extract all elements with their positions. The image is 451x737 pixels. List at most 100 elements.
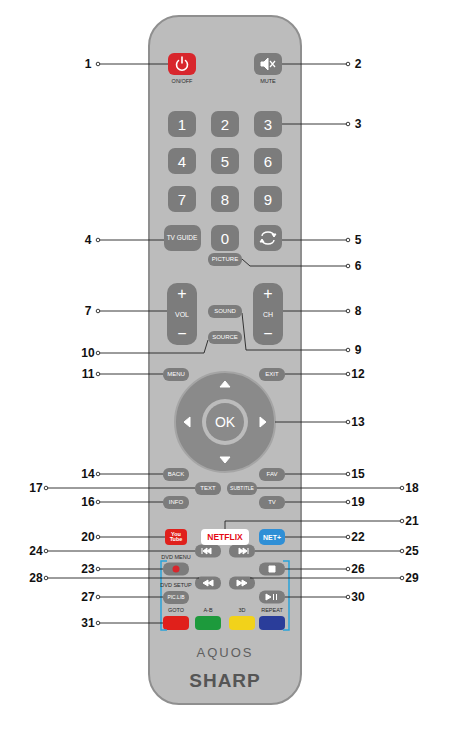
callout-number: 19 xyxy=(351,496,364,508)
leader-line xyxy=(46,551,195,552)
play-pause-icon xyxy=(266,594,277,600)
callout-number: 22 xyxy=(351,531,364,543)
leader-dot xyxy=(346,420,350,424)
number-button: 6 xyxy=(254,148,282,174)
button-label: 5 xyxy=(221,154,229,169)
play-pause-button xyxy=(259,591,285,604)
callout-number: 23 xyxy=(81,563,94,575)
number-button: 3 xyxy=(254,111,282,137)
netplus-button: NET+ xyxy=(259,529,285,545)
leader-dot xyxy=(400,576,404,580)
leader-line xyxy=(285,597,348,598)
leader-dot xyxy=(346,62,350,66)
button-label: SOURCE xyxy=(212,334,238,340)
button-label: TEXT xyxy=(200,485,215,491)
leader-dot xyxy=(44,549,48,553)
button-label: FAV xyxy=(267,471,278,477)
direction-pad xyxy=(175,372,275,472)
leader-line xyxy=(285,374,348,375)
button-label: SUBTITLE xyxy=(230,486,254,491)
button: FAV xyxy=(259,468,285,481)
stop-button xyxy=(259,563,285,576)
button-label: OK xyxy=(215,415,235,429)
leader-dot xyxy=(96,567,100,571)
button-label: NETFLIX xyxy=(207,533,242,542)
leader-line xyxy=(46,578,199,579)
leader-line xyxy=(46,488,195,489)
callout-number: 11 xyxy=(82,368,95,380)
leader-line xyxy=(282,240,348,241)
button-label: + xyxy=(263,286,272,302)
callout-number: 29 xyxy=(405,572,418,584)
callout-number: 25 xyxy=(405,545,418,557)
leader-dot xyxy=(346,348,350,352)
callout-number: 14 xyxy=(81,468,94,480)
button-label: 3 xyxy=(264,117,272,132)
leader-dot xyxy=(96,372,100,376)
volume-rocker: +VOL− xyxy=(167,283,197,345)
leader-line xyxy=(98,474,163,475)
button-label: 0 xyxy=(221,231,229,246)
button: INFO xyxy=(163,496,189,509)
button-caption: 3D xyxy=(238,608,245,614)
leader-dot xyxy=(96,351,100,355)
power-icon xyxy=(177,57,188,70)
leader-line xyxy=(282,124,348,125)
channel-rocker: +CH− xyxy=(253,283,283,345)
leader-dot xyxy=(346,535,350,539)
callout-number: 2 xyxy=(355,58,362,70)
number-button: 8 xyxy=(211,186,239,212)
callout-number: 1 xyxy=(85,58,92,70)
button-label: INFO xyxy=(169,499,183,505)
arrow-right xyxy=(260,417,266,427)
button-caption: DVD SETUP xyxy=(160,583,191,589)
leader-dot xyxy=(346,472,350,476)
leader-line xyxy=(98,597,163,598)
callout-number: 3 xyxy=(355,118,362,130)
leader-line xyxy=(98,374,163,375)
number-button: 7 xyxy=(168,186,196,212)
leader-dot xyxy=(346,264,350,268)
button-label: CH xyxy=(263,311,273,318)
callout-number: 28 xyxy=(29,572,42,584)
colour-key xyxy=(259,616,285,630)
leader-line xyxy=(98,64,168,65)
callout-number: 20 xyxy=(81,531,94,543)
previous-button xyxy=(195,545,221,558)
button: PIC.LIB xyxy=(163,591,189,604)
next-icon xyxy=(239,548,248,554)
leader-dot xyxy=(96,621,100,625)
colour-key xyxy=(229,616,255,630)
leader-dot xyxy=(346,238,350,242)
callout-number: 16 xyxy=(81,496,94,508)
leader-dot xyxy=(96,535,100,539)
number-button: 4 xyxy=(168,148,196,174)
brand-name: SHARP xyxy=(189,671,261,690)
callout-number: 31 xyxy=(81,617,94,629)
power-button xyxy=(168,53,196,75)
callout-number: 24 xyxy=(29,545,42,557)
leader-dot xyxy=(346,500,350,504)
arrow-left xyxy=(184,417,190,427)
button: TEXT xyxy=(195,482,221,495)
button: TV GUIDE xyxy=(164,225,201,251)
leader-line xyxy=(282,64,348,65)
ok-button: OK xyxy=(206,403,244,441)
number-button: 2 xyxy=(211,111,239,137)
leader-line xyxy=(225,521,402,529)
youtube-button: YouTube xyxy=(165,529,187,545)
leader-line xyxy=(98,569,163,570)
callout-number: 8 xyxy=(355,305,362,317)
leader-dot xyxy=(96,309,100,313)
previous-icon xyxy=(202,548,211,554)
media-bracket xyxy=(161,561,289,630)
leader-line xyxy=(285,537,348,538)
button-label: EXIT xyxy=(265,371,278,377)
leader-line xyxy=(242,259,348,266)
record-button xyxy=(163,563,189,576)
leader-dot xyxy=(96,472,100,476)
leader-dot xyxy=(96,238,100,242)
leader-line xyxy=(98,311,167,312)
leader-dot xyxy=(346,372,350,376)
button-label: TV xyxy=(268,499,276,505)
